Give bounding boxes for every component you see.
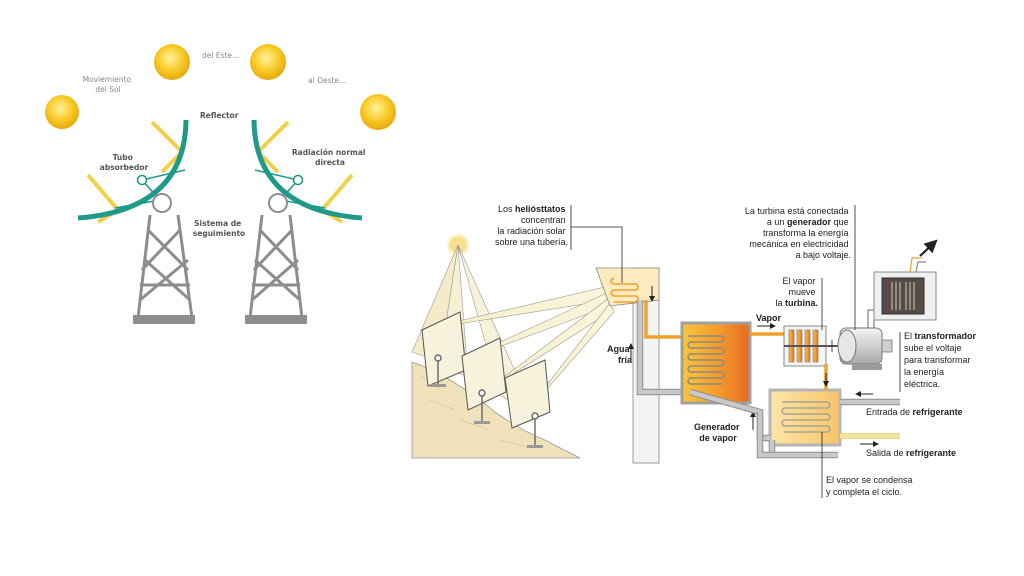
tower-base-left: [133, 315, 195, 324]
reflector-right: [251, 119, 363, 221]
cold-water-label: Agua fría: [607, 344, 633, 365]
east-label: del Este...: [202, 51, 239, 60]
condenser-coil: [781, 401, 831, 433]
generator-coil: [687, 335, 725, 385]
svg-text:El transformador sube: El transformador sube el voltaje para tr…: [904, 331, 979, 389]
steam-label: Vapor: [756, 313, 782, 323]
pivot-right: [268, 193, 288, 213]
receiver-coil: [610, 277, 639, 303]
sun-east-low-icon: [45, 95, 79, 129]
heliostat-posts: [434, 354, 539, 446]
sun-path-label: Moviemiento del Sol: [83, 75, 134, 94]
heliostats-text: Los heliósttatos concentran la radiación…: [495, 204, 623, 283]
svg-text:La turbina está conectada: La turbina está conectada a un generador…: [745, 206, 851, 260]
transformer: [873, 257, 937, 321]
sun-west-low-icon: [360, 94, 396, 130]
coolant-out-label: Salida de refrigerante: [866, 448, 956, 458]
tower-right: [248, 214, 304, 319]
svg-text:El vapor se condensa y: El vapor se condensa y completa el ciclo…: [826, 475, 915, 497]
output-arrow-icon: [919, 239, 938, 257]
reflector-label: Reflector: [200, 111, 239, 120]
tracking-system-label: Sistema de seguimiento: [193, 219, 245, 238]
heliostat-mirrors: [421, 311, 551, 429]
pivot-left: [152, 193, 172, 213]
sun-west-high-icon: [250, 44, 286, 80]
svg-text:Los heliósttatos conce: Los heliósttatos concentran la radiación…: [495, 204, 568, 247]
svg-text:El vapor mueve: El vapor mueve la turbina.: [775, 276, 818, 308]
right-diagram: Agua fría Generador de vapor Vapor: [411, 204, 979, 498]
absorber-tube-label: Tubo absorbedor: [100, 153, 149, 172]
condense-text: El vapor se condensa y completa el ciclo…: [821, 432, 915, 498]
steam-generator-label: Generador de vapor: [694, 422, 742, 443]
absorber-tube-right: [292, 174, 304, 186]
coolant-in-label: Entrada de refrigerante: [866, 407, 963, 417]
turbine: [783, 325, 840, 367]
electric-generator: [837, 327, 893, 370]
west-label: al Oeste...: [308, 76, 346, 85]
receiver-head: [595, 267, 660, 307]
radiation-label: Radiación normal directa: [292, 148, 368, 167]
turbine-text: El vapor mueve la turbina.: [775, 276, 823, 330]
tower-base-right: [245, 315, 307, 324]
generator-text: La turbina está conectada a un generador…: [745, 205, 856, 330]
sun-east-high-icon: [154, 44, 190, 80]
left-diagram: Moviemiento del Sol del Este... al Oeste…: [45, 44, 396, 324]
absorber-tube-left: [136, 174, 148, 186]
transformer-text: El transformador sube el voltaje para tr…: [899, 331, 979, 392]
tower-left: [136, 214, 194, 319]
reflector-left: [77, 119, 189, 221]
